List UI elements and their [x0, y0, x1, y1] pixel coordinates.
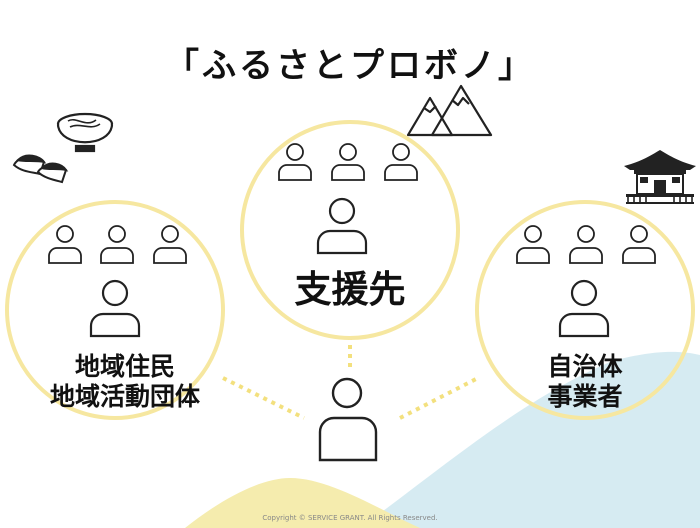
- left-node-line1: 地域住民: [74, 352, 175, 381]
- person-icon: [316, 197, 368, 255]
- person-icon: [89, 279, 141, 338]
- person-icon: [278, 143, 312, 181]
- connector-left: [222, 376, 305, 420]
- diagram-title: 「ふるさとプロボノ」: [165, 46, 535, 86]
- sushi-icon: [12, 154, 69, 184]
- person-icon: [558, 279, 610, 338]
- person-icon: [516, 225, 550, 264]
- circle-left: [5, 200, 225, 420]
- person-icon: [153, 225, 187, 264]
- circle-right: [475, 200, 695, 420]
- person-icon: [622, 225, 656, 264]
- center-people: [278, 143, 418, 255]
- blue-hill: [360, 351, 700, 528]
- right-people: [516, 225, 656, 338]
- dotted-connectors: [222, 336, 479, 420]
- copyright-text: Copyright © SERVICE GRANT. All Rights Re…: [262, 514, 438, 522]
- right-node-line2: 事業者: [547, 382, 623, 411]
- right-node-line1: 自治体: [547, 352, 623, 381]
- right-node-label: 自治体 事業者: [495, 352, 675, 412]
- left-people: [48, 225, 187, 338]
- yellow-hill: [185, 478, 420, 528]
- person-icon: [569, 225, 603, 264]
- person-icon: [384, 143, 418, 181]
- person-icon: [48, 225, 82, 264]
- center-node-label: 支援先: [294, 268, 406, 311]
- person-icon: [100, 225, 134, 264]
- left-node-label: 地域住民 地域活動団体: [20, 352, 230, 412]
- shrine-icon: [624, 150, 696, 204]
- central-person-icon: [318, 377, 378, 462]
- mountain-icon: [406, 84, 493, 137]
- person-icon: [331, 143, 365, 181]
- connector-right: [399, 376, 479, 420]
- noodle-bowl-icon: [56, 112, 114, 153]
- left-node-line2: 地域活動団体: [49, 382, 200, 411]
